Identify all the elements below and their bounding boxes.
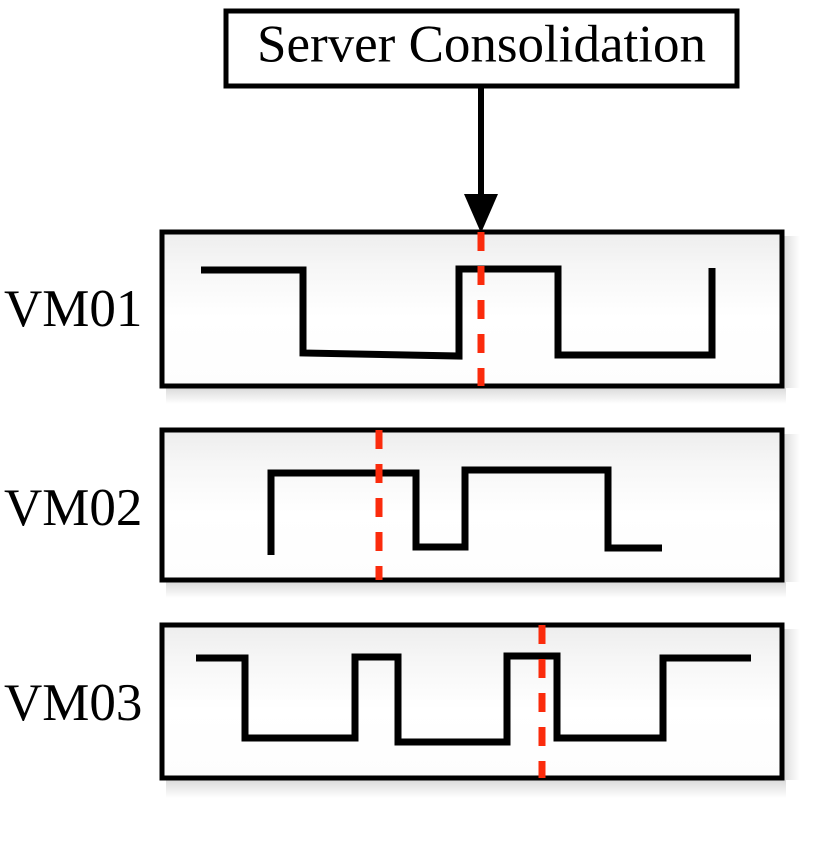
vm-panel-vm02: VM02 bbox=[4, 427, 785, 583]
vm02-panel-rect bbox=[159, 427, 785, 583]
vm-panel-vm01: VM01 bbox=[4, 229, 785, 389]
vm01-waveform bbox=[201, 265, 716, 360]
title-label: Server Consolidation bbox=[257, 16, 706, 74]
vm03-waveform bbox=[196, 652, 751, 746]
vm-panel-vm03: VM03 bbox=[4, 622, 785, 781]
vm01-panel-rect bbox=[159, 229, 785, 389]
title-box-rect bbox=[223, 8, 740, 89]
vm01-label: VM01 bbox=[4, 280, 142, 338]
consolidation-arrow bbox=[464, 86, 498, 233]
vm03-label: VM03 bbox=[4, 674, 142, 732]
vm02-label: VM02 bbox=[4, 479, 142, 537]
panel-shadows bbox=[166, 236, 800, 798]
arrow-head-icon bbox=[464, 194, 498, 233]
vm03-panel-rect bbox=[159, 622, 785, 781]
title-box: Server Consolidation bbox=[223, 8, 740, 89]
vm02-waveform bbox=[267, 466, 662, 555]
